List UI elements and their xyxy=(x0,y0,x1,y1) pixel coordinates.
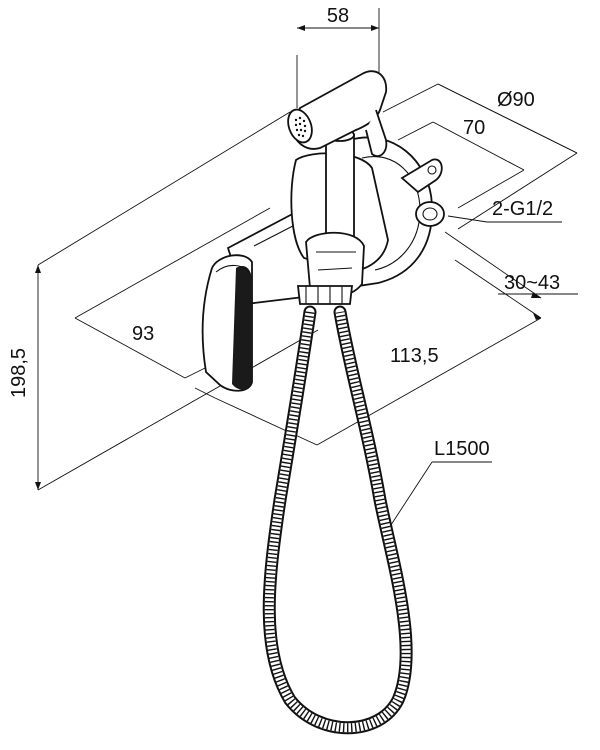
dim-installation-depth: 30~43 xyxy=(504,272,560,294)
dimension-lines xyxy=(35,8,578,529)
dim-flange-diameter: Ø90 xyxy=(497,89,535,111)
dim-handle-projection: 93 xyxy=(132,323,154,345)
dim-spout-length: 58 xyxy=(327,5,349,27)
dim-total-depth: 113,5 xyxy=(390,345,439,367)
dim-connection-thread: 2-G1/2 xyxy=(492,198,553,220)
dimension-labels: 58 Ø90 70 2-G1/2 30~43 93 113,5 198,5 L1… xyxy=(8,5,560,460)
dim-mounting-distance: 70 xyxy=(463,117,485,139)
dim-hose-length: L1500 xyxy=(434,438,490,460)
dim-total-height: 198,5 xyxy=(8,348,30,398)
flexible-hose xyxy=(262,305,413,735)
hand-shower-head xyxy=(287,70,388,157)
spray-nozzles xyxy=(294,116,307,138)
